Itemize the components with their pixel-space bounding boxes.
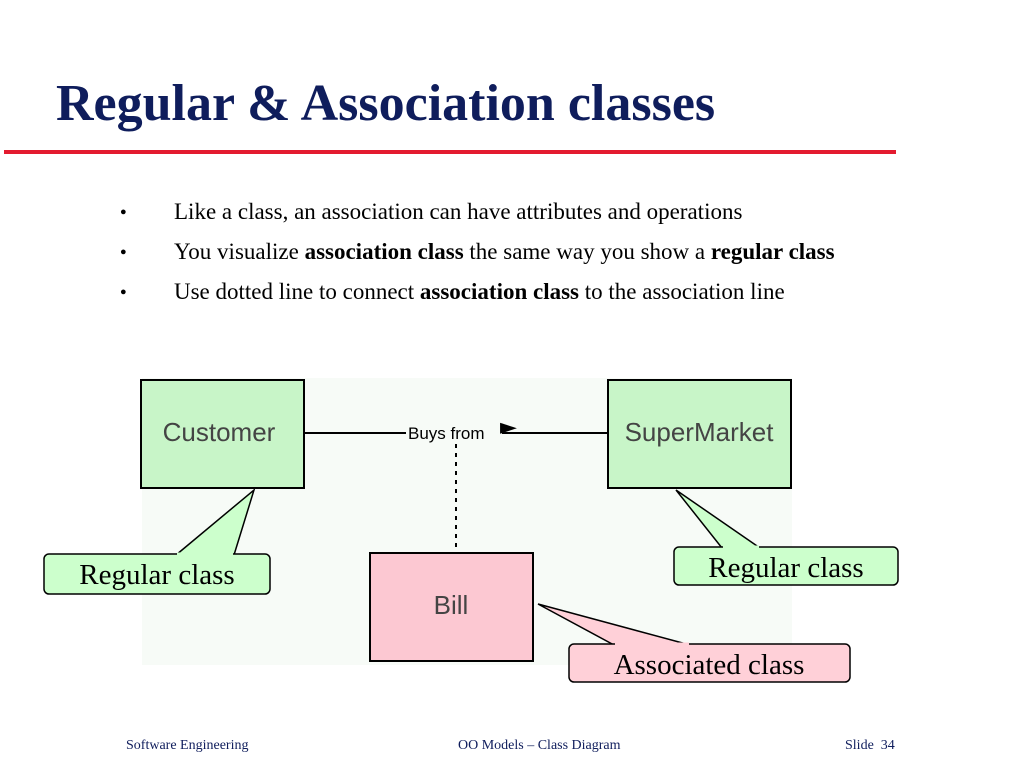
bullet-item: You visualize association class the same… bbox=[120, 236, 950, 268]
supermarket-class-name: SuperMarket bbox=[625, 417, 775, 447]
callout-right-box bbox=[673, 546, 899, 586]
bullet-text: You visualize bbox=[174, 239, 305, 264]
bullet-item: Like a class, an association can have at… bbox=[120, 196, 950, 228]
bullet-bold-text: association class bbox=[419, 279, 579, 304]
association-direction-arrow: ► bbox=[500, 415, 517, 440]
callout-associated-text: Associated class bbox=[614, 649, 805, 681]
bullet-text: Use dotted line to connect bbox=[174, 279, 420, 304]
callout-associated-box bbox=[568, 643, 851, 683]
bill-class-box bbox=[369, 552, 534, 662]
customer-class-box bbox=[140, 379, 305, 489]
footer-slide-number: Slide 34 bbox=[845, 738, 895, 753]
footer-center: OO Models – Class Diagram bbox=[458, 738, 621, 753]
bill-class-name: Bill bbox=[434, 590, 469, 620]
bullet-text: the same way you show a bbox=[463, 239, 711, 264]
association-label-bg bbox=[406, 420, 502, 444]
bullet-bold-text: association class bbox=[304, 239, 464, 264]
callout-left-regular: Regular class bbox=[43, 487, 271, 595]
bullet-text: Like a class, an association can have at… bbox=[174, 199, 743, 224]
callout-left-text: Regular class bbox=[79, 559, 234, 591]
association-label: Buys from bbox=[408, 424, 485, 443]
bullet-bold-text: regular class bbox=[710, 239, 835, 264]
supermarket-class-box bbox=[607, 379, 792, 489]
bullet-list: Like a class, an association can have at… bbox=[120, 196, 950, 316]
customer-class-name: Customer bbox=[163, 417, 276, 447]
callout-right-regular: Regular class bbox=[673, 489, 899, 586]
callout-left-box bbox=[43, 553, 271, 595]
footer-left: Software Engineering bbox=[126, 738, 249, 753]
bullet-text: to the association line bbox=[579, 279, 785, 304]
callout-right-text: Regular class bbox=[708, 552, 863, 584]
bullet-item: Use dotted line to connect association c… bbox=[120, 276, 950, 308]
callout-associated: Associated class bbox=[537, 603, 851, 683]
title-underline bbox=[4, 150, 896, 154]
slide-title: Regular & Association classes bbox=[56, 75, 716, 132]
